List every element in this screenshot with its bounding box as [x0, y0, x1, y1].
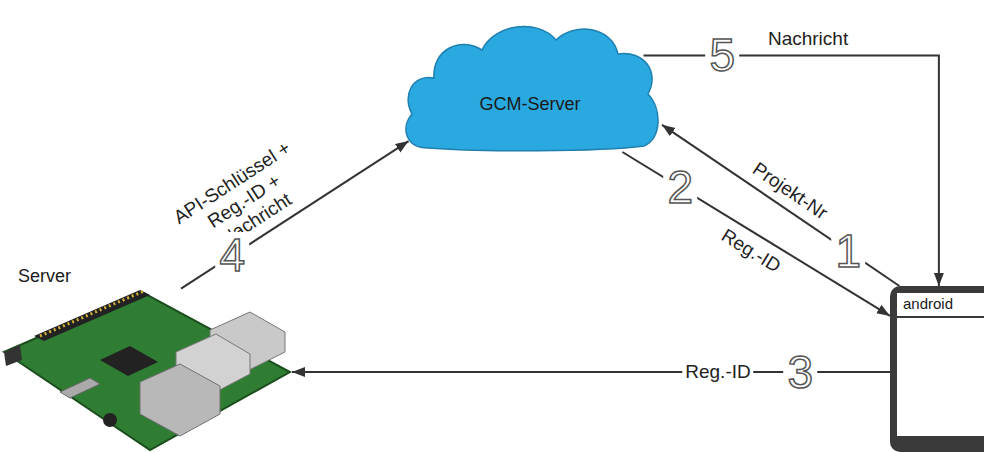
callout-number: 4	[215, 232, 249, 278]
audio-jack	[103, 413, 117, 427]
arrow-connector	[622, 152, 890, 316]
callout-number: 2	[663, 164, 697, 210]
callout-number: 5	[706, 32, 740, 78]
edge-label: Reg.-ID	[682, 361, 753, 383]
callout-number: 1	[832, 228, 866, 274]
screen-header: android	[897, 293, 984, 318]
node-title: GCM-Server	[398, 94, 662, 115]
edge-label: Reg.-ID	[715, 223, 787, 279]
phone-screen: android	[897, 293, 984, 436]
sd-card	[4, 345, 22, 366]
edge-label: Projekt-Nr	[746, 157, 834, 226]
arrow-connector	[662, 125, 899, 286]
gpio-header	[34, 290, 150, 341]
device-label: Server	[18, 266, 71, 287]
ethernet-port	[140, 364, 220, 436]
android-device: android	[890, 286, 984, 452]
callout-number: 3	[784, 349, 818, 395]
circuit-board	[4, 292, 290, 450]
cloud-shape	[398, 16, 662, 152]
server-device: Server	[0, 262, 292, 452]
processor-chip	[100, 346, 158, 376]
cloud-server: GCM-Server	[398, 16, 662, 152]
hdmi-port	[60, 378, 100, 398]
device-label: android	[903, 295, 953, 312]
arrow-connector	[644, 55, 939, 286]
gpio-pins	[40, 291, 144, 336]
edge-label: Nachricht	[765, 28, 851, 50]
